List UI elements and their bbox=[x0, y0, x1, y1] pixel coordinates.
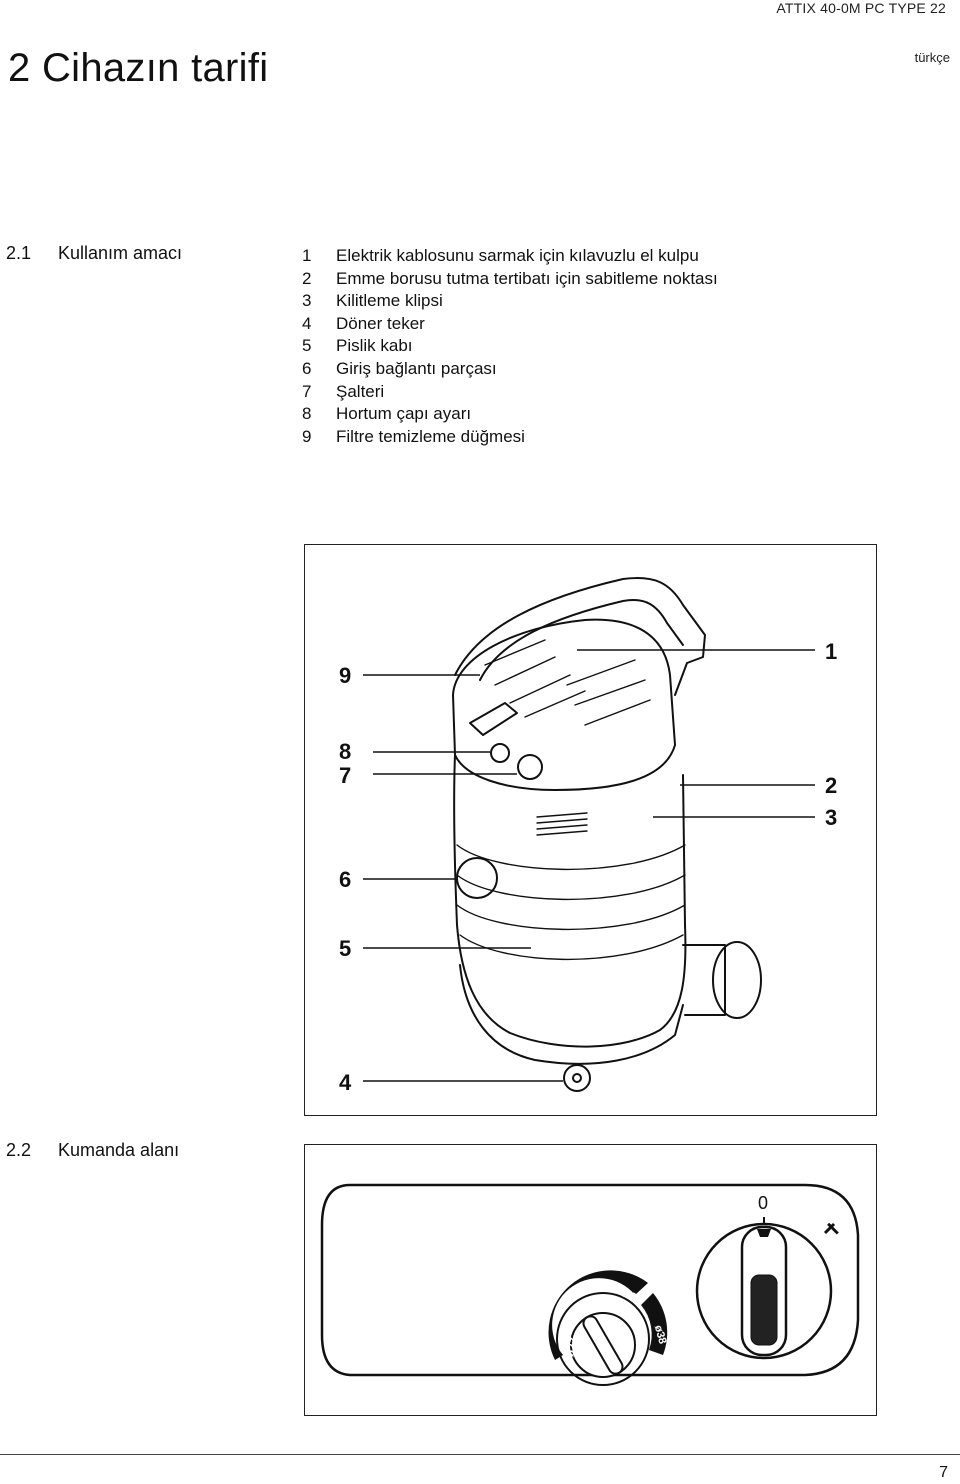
control-panel-outline bbox=[320, 1183, 860, 1377]
legend-number: 8 bbox=[302, 404, 312, 424]
callout-2: 2 bbox=[825, 773, 837, 798]
callout-5: 5 bbox=[339, 936, 351, 961]
header-model: ATTIX 40-0M PC TYPE 22 bbox=[776, 0, 946, 16]
hose-diameter-knob bbox=[490, 743, 510, 763]
section-title: Kullanım amacı bbox=[58, 243, 183, 263]
legend-item: 1 Elektrik kablosunu sarmak için kılavuzl… bbox=[302, 245, 718, 268]
control-panel-drawing: ø27 32ø ø36 ø38 0 I bbox=[320, 1183, 860, 1386]
switch-label-off: 0 bbox=[758, 1193, 768, 1213]
legend-text: Elektrik kablosunu sarmak için kılavuzlu… bbox=[336, 246, 699, 265]
section-number: 2.2 bbox=[6, 1140, 32, 1160]
swivel-wheel bbox=[563, 1064, 591, 1092]
legend-item: 4 Döner teker bbox=[302, 313, 718, 336]
power-switch-indicator bbox=[757, 1229, 771, 1237]
diameter-dial-ring bbox=[556, 1292, 650, 1386]
legend-text: Şalteri bbox=[336, 381, 385, 401]
callout-6: 6 bbox=[339, 867, 351, 892]
base bbox=[459, 964, 684, 1065]
legend-number: 2 bbox=[302, 268, 312, 288]
legend-text: Hortum çapı ayarı bbox=[336, 404, 472, 424]
diameter-label-36: ø36 bbox=[621, 1288, 643, 1306]
power-switch[interactable]: 0 I bbox=[695, 1193, 843, 1360]
parts-legend: 1 Elektrik kablosunu sarmak için kılavuzl… bbox=[302, 245, 718, 448]
handle-inner bbox=[479, 599, 684, 681]
legend-item: 7 Şalteri bbox=[302, 381, 718, 404]
legend-item: 6 Giriş bağlantı parçası bbox=[302, 358, 718, 381]
vacuum-illustration-frame: 9 1 8 7 2 3 6 5 4 bbox=[304, 544, 877, 1116]
on-position-mark bbox=[823, 1222, 836, 1235]
legend-number: 5 bbox=[302, 336, 312, 356]
legend-number: 6 bbox=[302, 358, 312, 378]
legend-text: Emme borusu tutma tertibatı için sabitle… bbox=[336, 268, 718, 288]
diameter-label-38: ø38 bbox=[652, 1324, 669, 1345]
diameter-scale-band bbox=[548, 1270, 648, 1360]
inlet-port bbox=[456, 857, 498, 899]
side-connector-cap bbox=[712, 941, 762, 1019]
diameter-dial-grip bbox=[582, 1315, 624, 1375]
diameter-dial[interactable]: ø27 32ø ø36 ø38 bbox=[548, 1270, 669, 1386]
page-title: 2 Cihazın tarifi bbox=[8, 46, 269, 90]
side-connector bbox=[682, 944, 726, 1016]
diameter-scale-band-right bbox=[641, 1293, 668, 1355]
legend-text: Kilitleme klipsi bbox=[336, 291, 443, 311]
power-switch-grip bbox=[750, 1274, 778, 1346]
callout-4: 4 bbox=[339, 1070, 352, 1095]
head-grille bbox=[484, 639, 651, 726]
section-title: Kumanda alanı bbox=[58, 1140, 180, 1160]
page-number: 7 bbox=[939, 1464, 948, 1481]
legend-item: 8 Hortum çapı ayarı bbox=[302, 403, 718, 426]
section-number: 2.1 bbox=[6, 243, 32, 263]
footer-divider bbox=[0, 1454, 960, 1455]
latch-clip bbox=[469, 702, 518, 736]
power-switch-knob bbox=[517, 754, 543, 780]
legend-number: 9 bbox=[302, 426, 312, 446]
legend-item: 2 Emme borusu tutma tertibatı için sabitl… bbox=[302, 268, 718, 291]
front-vent bbox=[536, 812, 588, 836]
container-ribs bbox=[456, 844, 686, 961]
legend-text: Giriş bağlantı parçası bbox=[336, 358, 497, 378]
section-heading-controls: 2.2 Kumanda alanı bbox=[6, 1140, 179, 1161]
diameter-label-27: ø27 bbox=[564, 1337, 581, 1358]
legend-text: Pislik kabı bbox=[336, 336, 413, 356]
swivel-wheel-hub bbox=[572, 1073, 582, 1083]
control-panel-frame: ø27 32ø ø36 ø38 0 I bbox=[304, 1144, 877, 1416]
callout-1: 1 bbox=[825, 639, 837, 664]
handle-outline bbox=[454, 577, 706, 696]
legend-item: 5 Pislik kabı bbox=[302, 335, 718, 358]
section-heading-usage: 2.1 Kullanım amacı bbox=[6, 243, 182, 264]
legend-number: 3 bbox=[302, 291, 312, 311]
callout-7: 7 bbox=[339, 763, 351, 788]
legend-item: 9 Filtre temizleme düğmesi bbox=[302, 426, 718, 449]
language-label: türkçe bbox=[914, 50, 950, 65]
callout-8: 8 bbox=[339, 739, 351, 764]
callout-9: 9 bbox=[339, 663, 351, 688]
legend-number: 1 bbox=[302, 246, 312, 265]
legend-item: 3 Kilitleme klipsi bbox=[302, 290, 718, 313]
legend-text: Döner teker bbox=[336, 313, 425, 333]
callout-3: 3 bbox=[825, 805, 837, 830]
legend-number: 4 bbox=[302, 313, 312, 333]
vacuum-cleaner-drawing: 9 1 8 7 2 3 6 5 4 bbox=[339, 577, 837, 1095]
legend-number: 7 bbox=[302, 381, 312, 401]
legend-text: Filtre temizleme düğmesi bbox=[336, 426, 525, 446]
motor-head bbox=[452, 618, 676, 791]
container-body bbox=[453, 754, 687, 1048]
